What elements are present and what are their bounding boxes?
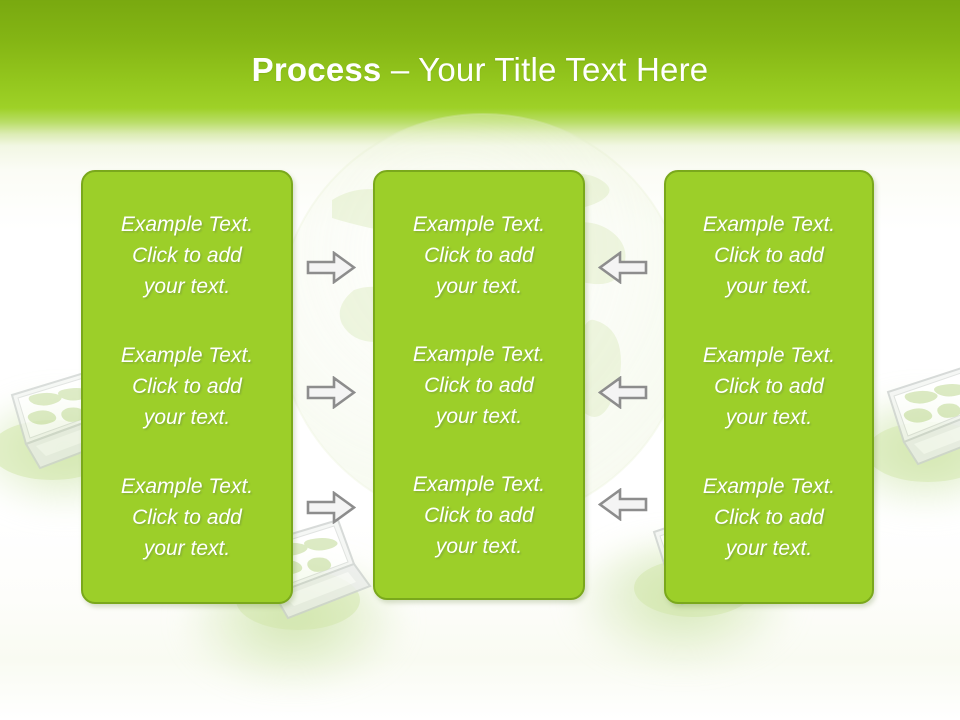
- column-3-item-3[interactable]: Example Text. Click to add your text.: [702, 475, 836, 560]
- column-2-item-2[interactable]: Example Text. Click to add your text.: [412, 343, 546, 428]
- column-1-item-1[interactable]: Example Text. Click to add your text.: [120, 213, 254, 298]
- arrow-right-icon[interactable]: [306, 491, 356, 524]
- process-column-3[interactable]: Example Text. Click to add your text. Ex…: [664, 170, 874, 604]
- process-column-2[interactable]: Example Text. Click to add your text. Ex…: [373, 170, 585, 600]
- laptop-world-map-icon: [862, 340, 960, 490]
- process-column-1[interactable]: Example Text. Click to add your text. Ex…: [81, 170, 293, 604]
- arrow-right-icon[interactable]: [306, 376, 356, 409]
- column-2-item-3[interactable]: Example Text. Click to add your text.: [412, 473, 546, 558]
- column-3-item-1[interactable]: Example Text. Click to add your text.: [702, 213, 836, 298]
- arrow-left-icon[interactable]: [598, 488, 648, 521]
- arrow-left-icon[interactable]: [598, 251, 648, 284]
- column-2-item-1[interactable]: Example Text. Click to add your text.: [412, 213, 546, 298]
- arrow-left-icon[interactable]: [598, 376, 648, 409]
- arrow-right-icon[interactable]: [306, 251, 356, 284]
- page-title-rest: – Your Title Text Here: [381, 51, 709, 88]
- column-1-item-3[interactable]: Example Text. Click to add your text.: [120, 475, 254, 560]
- page-title: Process – Your Title Text Here: [0, 50, 960, 90]
- column-1-item-2[interactable]: Example Text. Click to add your text.: [120, 344, 254, 429]
- column-3-item-2[interactable]: Example Text. Click to add your text.: [702, 344, 836, 429]
- page-title-strong: Process: [251, 51, 382, 88]
